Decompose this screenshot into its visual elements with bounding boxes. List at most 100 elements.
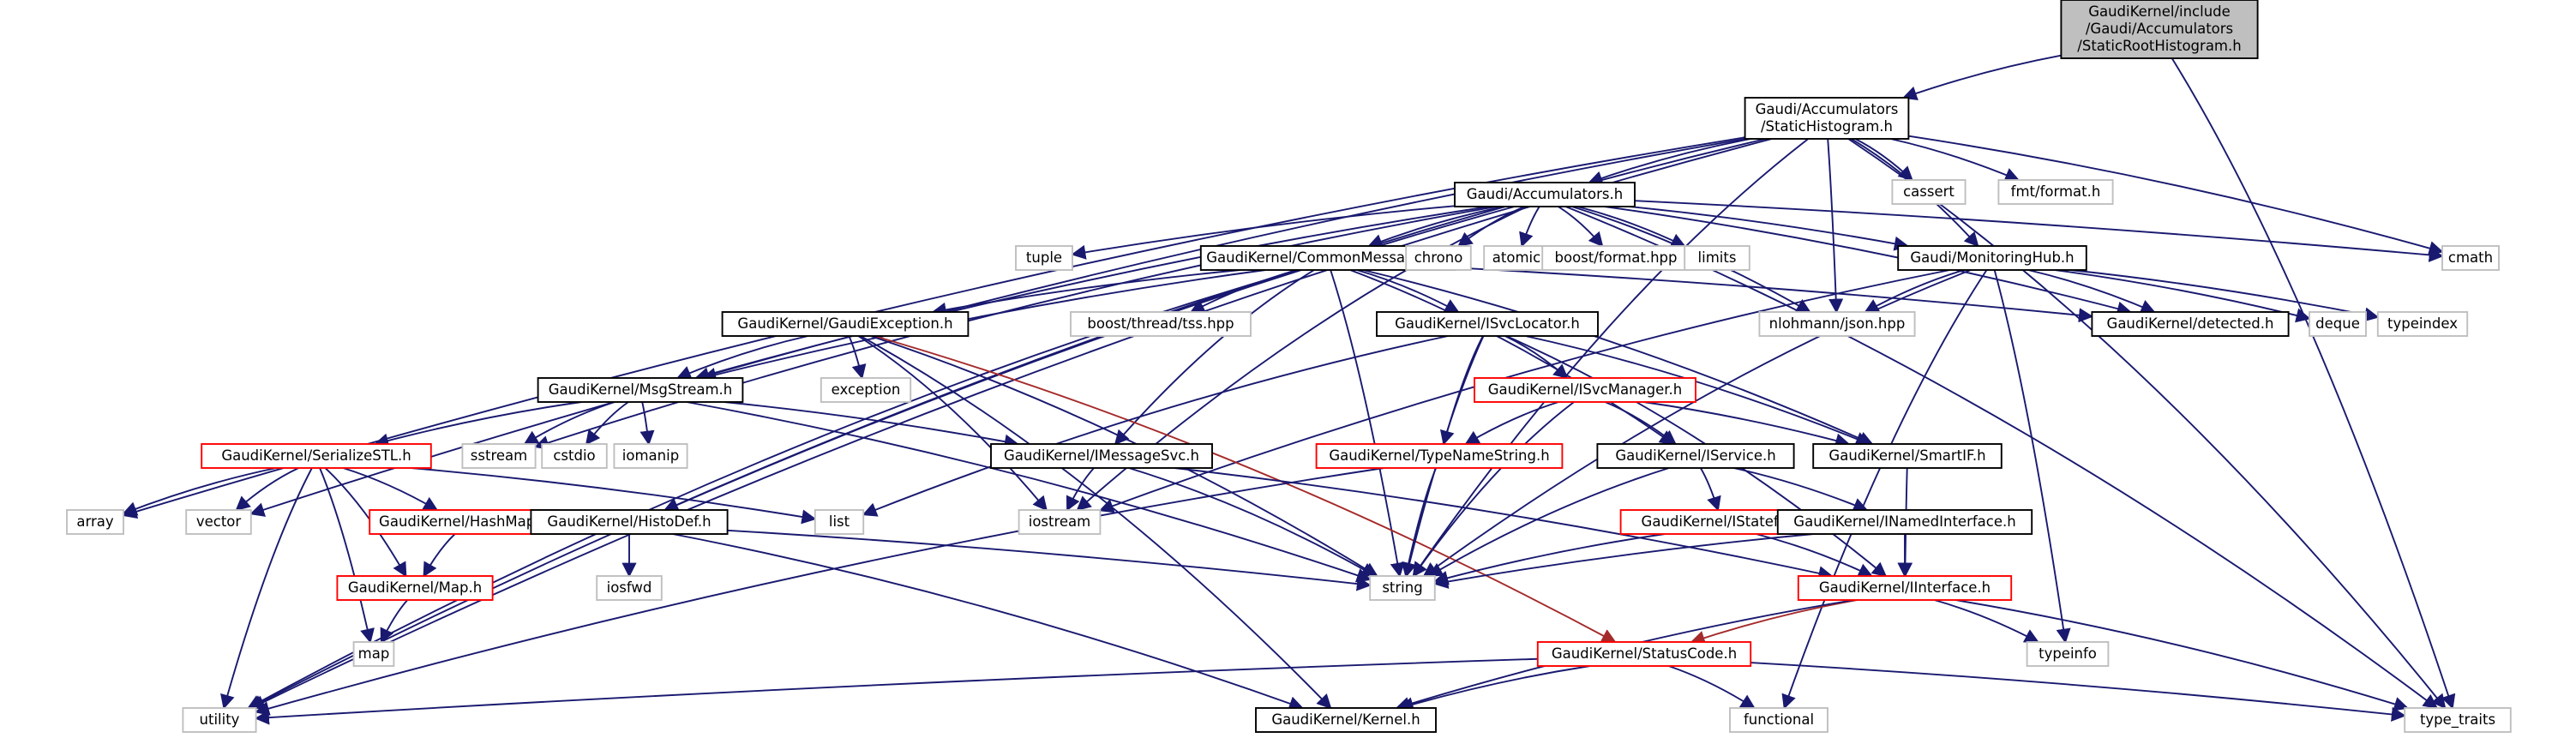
node-box bbox=[336, 575, 494, 601]
edge-serializestl-to-array bbox=[122, 467, 277, 516]
edge-isvcmgr-to-smartif bbox=[1643, 401, 1851, 448]
edge-iservice-to-istateful bbox=[1700, 467, 1721, 512]
node-kernel[interactable]: GaudiKernel/Kernel.h bbox=[1255, 707, 1437, 733]
node-box bbox=[2026, 641, 2110, 667]
edge-statichist-to-accum bbox=[1588, 138, 1751, 185]
node-root[interactable]: GaudiKernel/include/Gaudi/Accumulators/S… bbox=[2060, 0, 2259, 59]
node-histodef[interactable]: GaudiKernel/HistoDef.h bbox=[530, 509, 729, 535]
edge-isvcmgr-to-string bbox=[1412, 401, 1575, 578]
node-box bbox=[1812, 443, 2003, 469]
node-map_h[interactable]: GaudiKernel/Map.h bbox=[336, 575, 494, 601]
node-label: Gaudi/Accumulators bbox=[1756, 101, 1899, 117]
edge-commsg-to-isvcloc bbox=[1356, 269, 1460, 313]
edge-iinterface-to-typeinfo bbox=[1934, 599, 2039, 643]
edge-monhub-to-typeinfo bbox=[1993, 269, 2071, 644]
node-string: string bbox=[1369, 575, 1436, 601]
node-label: GaudiKernel/CommonMessaging.h bbox=[1206, 249, 1450, 266]
node-label: GaudiKernel/IService.h bbox=[1615, 447, 1775, 464]
node-label: /StaticRootHistogram.h bbox=[2077, 38, 2241, 54]
edge-statuscode-to-typetraits bbox=[1750, 662, 2406, 722]
node-box bbox=[1891, 179, 1967, 205]
edge-serializestl-to-map bbox=[319, 467, 375, 644]
node-box bbox=[1776, 509, 2033, 535]
node-label: cassert bbox=[1903, 183, 1955, 200]
node-label: chrono bbox=[1414, 249, 1463, 266]
node-serializestl[interactable]: GaudiKernel/SerializeSTL.h bbox=[201, 443, 432, 469]
node-box bbox=[814, 509, 865, 535]
node-box bbox=[1405, 245, 1472, 271]
node-statichist[interactable]: Gaudi/Accumulators/StaticHistogram.h bbox=[1744, 97, 1910, 140]
node-gaudiexc[interactable]: GaudiKernel/GaudiException.h bbox=[721, 311, 970, 337]
node-box bbox=[537, 377, 744, 403]
node-accum[interactable]: Gaudi/Accumulators.h bbox=[1454, 182, 1636, 207]
edge-gaudiexc-to-exception bbox=[848, 335, 867, 380]
node-label: GaudiKernel/Map.h bbox=[348, 579, 482, 596]
node-box bbox=[2091, 311, 2290, 337]
node-label: GaudiKernel/HistoDef.h bbox=[547, 513, 711, 530]
node-label: Gaudi/Accumulators.h bbox=[1467, 186, 1623, 202]
node-typeinfo: typeinfo bbox=[2026, 641, 2110, 667]
node-vector: vector bbox=[185, 509, 252, 535]
node-label: boost/thread/tss.hpp bbox=[1087, 315, 1234, 332]
edge-inamediface-to-string bbox=[1433, 533, 1814, 589]
edge-statichist-to-utility bbox=[249, 138, 1773, 709]
node-iinterface[interactable]: GaudiKernel/IInterface.h bbox=[1797, 575, 2013, 601]
node-json: nlohmann/json.hpp bbox=[1758, 311, 1916, 337]
node-hashmap[interactable]: GaudiKernel/HashMap.h bbox=[369, 509, 559, 535]
edge-isvcloc-to-string bbox=[1402, 335, 1485, 578]
edge-isvcloc-to-smartif bbox=[1525, 335, 1871, 447]
node-label: utility bbox=[200, 711, 240, 728]
node-label: GaudiKernel/IMessageSvc.h bbox=[1004, 447, 1199, 464]
edge-imsgsvc-to-iinterface bbox=[1174, 467, 1834, 581]
node-isvcmgr[interactable]: GaudiKernel/ISvcManager.h bbox=[1474, 377, 1696, 403]
edge-gaudiexc-to-statuscode bbox=[874, 335, 1617, 643]
edge-commsg-to-smartif bbox=[1362, 269, 1874, 446]
node-atomic: atomic bbox=[1483, 245, 1550, 271]
node-typeindex: typeindex bbox=[2376, 311, 2469, 337]
node-imsgsvc[interactable]: GaudiKernel/IMessageSvc.h bbox=[990, 443, 1213, 469]
node-box bbox=[2404, 707, 2512, 733]
node-iosfwd: iosfwd bbox=[596, 575, 663, 601]
node-smartif[interactable]: GaudiKernel/SmartIF.h bbox=[1812, 443, 2003, 469]
node-isvcloc[interactable]: GaudiKernel/ISvcLocator.h bbox=[1376, 311, 1599, 337]
edge-monhub-to-iostream bbox=[1098, 269, 1950, 513]
node-typenamestr[interactable]: GaudiKernel/TypeNameString.h bbox=[1315, 443, 1564, 469]
edge-serializestl-to-map_h bbox=[324, 467, 407, 578]
node-iservice[interactable]: GaudiKernel/IService.h bbox=[1596, 443, 1795, 469]
edge-histodef-to-kernel bbox=[672, 533, 1304, 711]
node-box bbox=[2309, 311, 2367, 337]
node-label: GaudiKernel/INamedInterface.h bbox=[1793, 513, 2015, 530]
node-box bbox=[820, 377, 912, 403]
edge-monhub-to-deque bbox=[2055, 269, 2311, 323]
edge-iservice-to-string bbox=[1427, 467, 1670, 577]
node-statuscode[interactable]: GaudiKernel/StatusCode.h bbox=[1536, 641, 1752, 667]
node-label: /Gaudi/Accumulators bbox=[2086, 21, 2233, 37]
node-box bbox=[1758, 311, 1916, 337]
node-box bbox=[1454, 182, 1636, 207]
node-msgstream[interactable]: GaudiKernel/MsgStream.h bbox=[537, 377, 744, 403]
edge-serializestl-to-list bbox=[411, 467, 817, 525]
node-label: GaudiKernel/IInterface.h bbox=[1819, 579, 1991, 596]
edge-typenamestr-to-string bbox=[1401, 467, 1437, 578]
edge-typenamestr-to-utility bbox=[254, 467, 1384, 716]
edge-msgstream-to-serializestl bbox=[374, 401, 582, 448]
node-limits: limits bbox=[1684, 245, 1750, 271]
node-box bbox=[1596, 443, 1795, 469]
node-monhub[interactable]: Gaudi/MonitoringHub.h bbox=[1897, 245, 2087, 271]
edge-accum-to-msgstream bbox=[694, 206, 1490, 382]
edge-histodef-to-string bbox=[727, 529, 1372, 591]
node-inamediface[interactable]: GaudiKernel/INamedInterface.h bbox=[1776, 509, 2033, 535]
edge-isvcloc-to-list bbox=[862, 335, 1449, 517]
node-tuple: tuple bbox=[1015, 245, 1073, 271]
edge-map_h-to-map bbox=[380, 599, 408, 644]
node-label: GaudiKernel/ISvcManager.h bbox=[1488, 381, 1683, 398]
edge-root-to-statichist bbox=[1901, 54, 2062, 101]
node-label: exception bbox=[832, 381, 901, 398]
node-detected[interactable]: GaudiKernel/detected.h bbox=[2091, 311, 2290, 337]
edge-accum-to-limits bbox=[1576, 206, 1686, 248]
node-box bbox=[1744, 97, 1910, 140]
node-box bbox=[721, 311, 970, 337]
edge-accum-to-tuple bbox=[1071, 205, 1456, 260]
node-label: tuple bbox=[1026, 249, 1062, 266]
